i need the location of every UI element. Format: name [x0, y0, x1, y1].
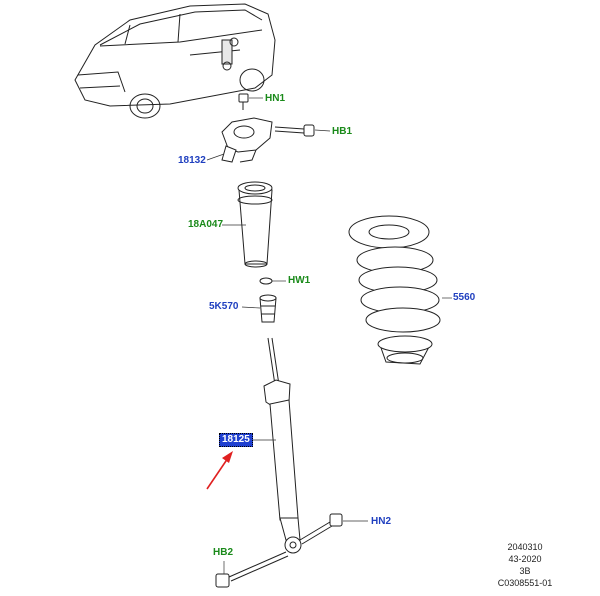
callout-hn2[interactable]: HN2: [371, 516, 392, 527]
callout-5k570[interactable]: 5K570: [209, 301, 239, 312]
ref-line-4: C0308551-01: [497, 578, 553, 588]
coil-spring-5560: [348, 215, 441, 365]
nut-hn2: [299, 513, 343, 545]
ref-line-1: 2040310: [507, 542, 543, 552]
shock-absorber-18125: [263, 337, 302, 554]
callout-hb2[interactable]: HB2: [213, 547, 234, 558]
callout-18a047[interactable]: 18A047: [188, 219, 224, 230]
callout-5560[interactable]: 5560: [453, 292, 476, 303]
bolt-hb2: [215, 551, 289, 588]
ref-line-3: 3B: [519, 566, 531, 576]
callout-18132[interactable]: 18132: [178, 155, 206, 166]
washer-hw1: [259, 277, 273, 285]
bolt-hb1: [274, 124, 315, 137]
nut-hn1: [238, 93, 249, 110]
ref-line-2: 43-2020: [508, 554, 542, 564]
vehicle-illustration: [74, 3, 276, 119]
bump-stop-5k570: [259, 294, 277, 323]
illustration-reference: 2040310 43-2020 3B C0308551-01: [470, 541, 580, 589]
upper-mount-18132: [221, 117, 273, 163]
callout-hn1[interactable]: HN1: [265, 93, 286, 104]
callout-hb1[interactable]: HB1: [332, 126, 353, 137]
pointer-arrow-icon: [206, 451, 233, 490]
callout-hw1[interactable]: HW1: [288, 275, 311, 286]
dust-boot-18a047: [237, 181, 273, 268]
callout-18125-selected[interactable]: 18125: [219, 433, 253, 447]
